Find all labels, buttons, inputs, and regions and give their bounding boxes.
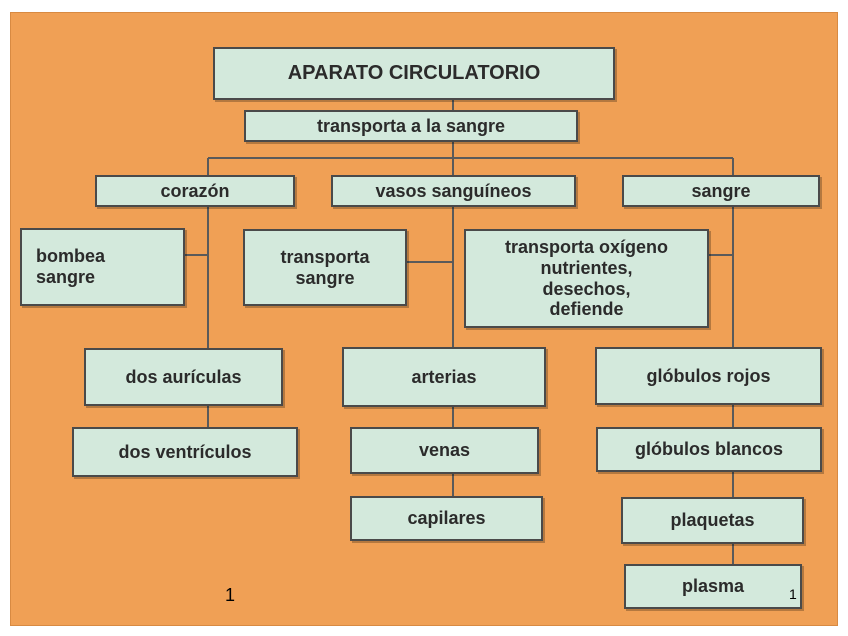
corazon-item-box: dos aurículas (84, 348, 283, 406)
branch-vasos-box: vasos sanguíneos (331, 175, 576, 207)
sangre-item-box: glóbulos blancos (596, 427, 822, 472)
corazon-function-box: bombea sangre (20, 228, 185, 306)
sangre-function-box: transporta oxígeno nutrientes, desechos,… (464, 229, 709, 328)
vasos-item-box: arterias (342, 347, 546, 407)
vasos-item-box: venas (350, 427, 539, 474)
branch-sangre-box: sangre (622, 175, 820, 207)
sangre-item-box: plaquetas (621, 497, 804, 544)
branch-corazon-box: corazón (95, 175, 295, 207)
vasos-function-box: transporta sangre (243, 229, 407, 306)
root-subtitle-box: transporta a la sangre (244, 110, 578, 142)
page-number-right: 1 (789, 586, 797, 602)
corazon-item-box: dos ventrículos (72, 427, 298, 477)
root-title-box: APARATO CIRCULATORIO (213, 47, 615, 100)
page-number-left: 1 (225, 585, 236, 605)
sangre-item-box: plasma (624, 564, 802, 609)
vasos-item-box: capilares (350, 496, 543, 541)
sangre-item-box: glóbulos rojos (595, 347, 822, 405)
